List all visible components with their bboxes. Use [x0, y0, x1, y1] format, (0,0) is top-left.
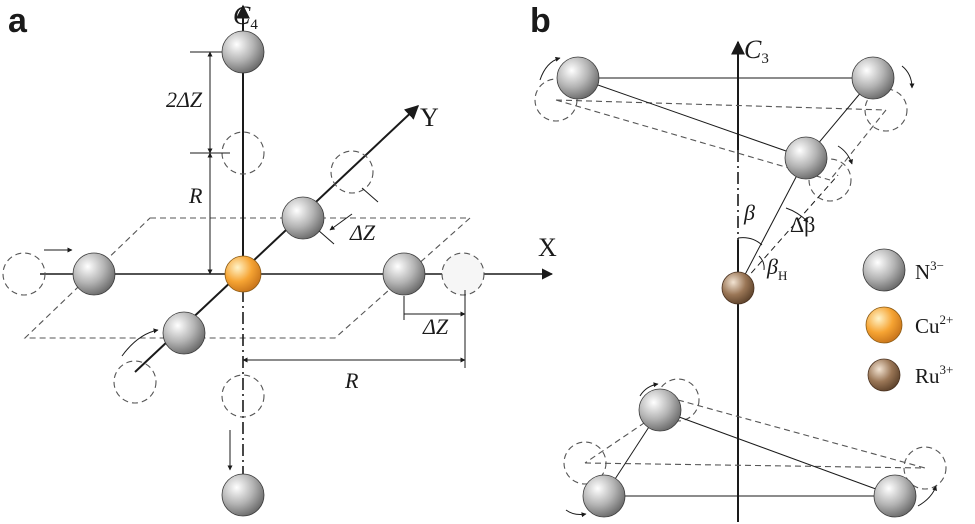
- legend-label-cu: Cu2+: [915, 312, 953, 338]
- dimension-marks: [190, 51, 466, 368]
- central-ru-ion: [721, 271, 755, 305]
- legend-swatch-ru: [867, 358, 901, 392]
- upper-ligand-front-n: [784, 136, 828, 180]
- angle-label-delta-beta: Δβ: [790, 212, 815, 237]
- y-axis-label: Y: [420, 103, 439, 132]
- angle-lines: [737, 157, 839, 289]
- legend-label-ru: Ru3+: [915, 362, 953, 388]
- angle-label-beta-h: βH: [766, 254, 787, 283]
- dim-label-r-vertical: R: [188, 183, 203, 208]
- legend-swatch-n: [862, 248, 906, 292]
- panel-b-label: b: [530, 2, 551, 40]
- panel-a: a: [2, 1, 557, 517]
- ligand-right-n: [382, 252, 426, 296]
- legend-swatch-cu: [865, 306, 903, 344]
- displacement-arrows: [44, 247, 233, 471]
- dim-label-dz-diagonal: ΔZ: [349, 220, 376, 245]
- dim-label-r-horizontal: R: [344, 368, 359, 393]
- ligand-original-bottom: [221, 374, 265, 418]
- lower-ligand-back-n: [638, 388, 682, 432]
- c3-axis-label: C3: [744, 35, 769, 67]
- upper-triangle-distorted: [577, 77, 874, 159]
- ligand-top-n: [221, 30, 265, 74]
- dim-label-dz-horizontal: ΔZ: [422, 314, 449, 339]
- panel-b: b: [530, 2, 947, 522]
- x-axis-label: X: [538, 233, 557, 262]
- upper-ligand-right-n: [851, 56, 895, 100]
- legend: N3− Cu2+ Ru3+: [862, 248, 953, 392]
- panel-a-label: a: [8, 2, 28, 40]
- lower-triangle-original: [563, 378, 947, 490]
- c4-axis-label: C4: [233, 1, 258, 33]
- ligand-front-n: [162, 311, 206, 355]
- dim-label-2dz: 2ΔZ: [166, 87, 203, 112]
- ligand-original-right: [441, 252, 485, 296]
- ligand-original-back: [330, 150, 374, 194]
- lower-ligand-left-n: [582, 474, 626, 518]
- legend-label-n: N3−: [915, 258, 944, 284]
- legend-item-ru: Ru3+: [867, 358, 953, 392]
- ligand-original-left: [2, 252, 46, 296]
- ligand-original-front: [113, 360, 157, 404]
- legend-item-n: N3−: [862, 248, 944, 292]
- upper-triangle-original: [534, 78, 908, 202]
- angle-label-beta: β: [743, 200, 755, 225]
- ligand-left-n: [72, 252, 116, 296]
- ligand-bottom-n: [221, 473, 265, 517]
- lower-ligand-right-n: [873, 474, 917, 518]
- central-cu-ion: [224, 255, 262, 293]
- legend-item-cu: Cu2+: [865, 306, 953, 344]
- ligand-back-n: [281, 196, 325, 240]
- upper-ligand-left-n: [556, 56, 600, 100]
- equatorial-plane: [23, 217, 472, 339]
- rotation-arrows: [539, 56, 937, 518]
